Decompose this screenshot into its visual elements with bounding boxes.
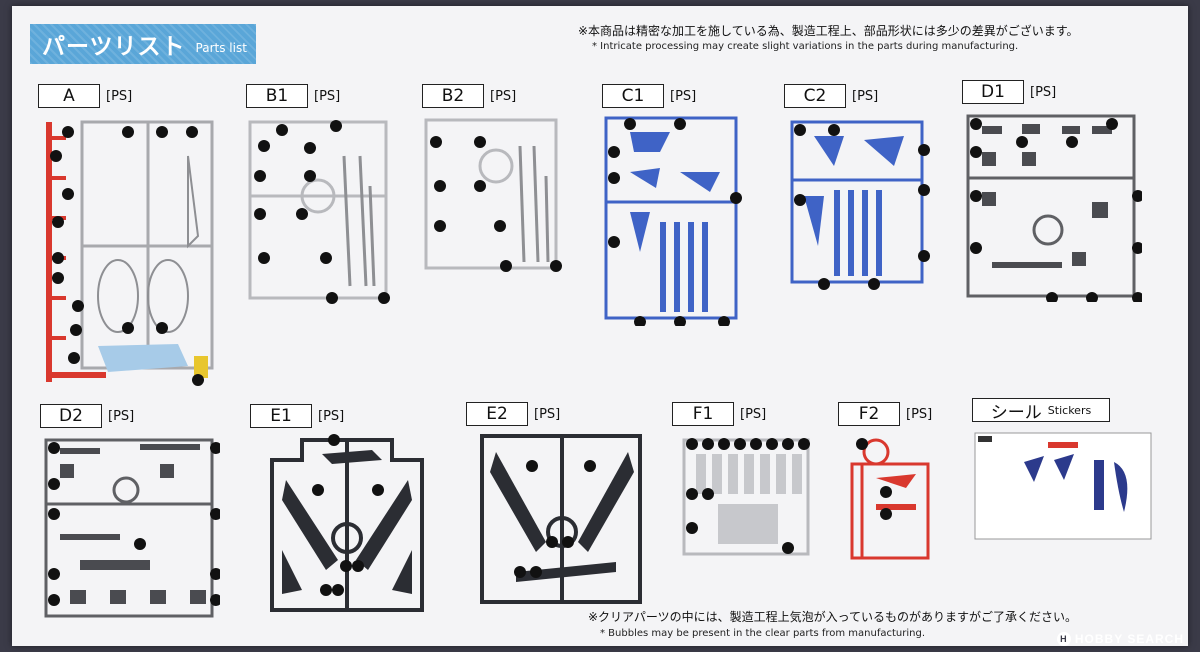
- runner-id: F1: [672, 402, 734, 426]
- runner-b2-drawing: [424, 118, 562, 272]
- stickers-label-box: シール Stickers: [972, 398, 1110, 423]
- runner-label-b2: B2 [PS]: [422, 84, 516, 108]
- runner-d1-drawing: [966, 114, 1142, 302]
- runner-material: [PS]: [670, 88, 697, 104]
- runner-f1-drawing: [682, 438, 810, 556]
- runner-c1-drawing: [604, 116, 742, 326]
- runner-a-drawing: [46, 120, 214, 386]
- runner-c2-drawing: [790, 120, 930, 290]
- runner-label-f2: F2 [PS]: [838, 402, 932, 426]
- manufacturing-note-en: * Intricate processing may create slight…: [592, 41, 1019, 52]
- runner-id: B2: [422, 84, 484, 108]
- runner-material: [PS]: [314, 88, 341, 104]
- watermark: H HOBBY SEARCH: [1056, 632, 1184, 646]
- runner-material: [PS]: [1030, 84, 1057, 100]
- runner-material: [PS]: [740, 406, 767, 422]
- stickers-label: シール Stickers: [972, 398, 1110, 423]
- runner-material: [PS]: [106, 88, 133, 104]
- title-jp: パーツリスト: [42, 34, 186, 60]
- runner-e1-drawing: [270, 434, 424, 612]
- stickers-label-en: Stickers: [1047, 403, 1092, 417]
- watermark-icon: H: [1056, 632, 1071, 646]
- runner-label-d1: D1 [PS]: [962, 80, 1056, 104]
- runner-b1-drawing: [248, 120, 390, 304]
- parts-list-page: パーツリスト Parts list ※本商品は精密な加工を施している為、製造工程…: [12, 6, 1188, 646]
- runner-material: [PS]: [852, 88, 879, 104]
- runner-material: [PS]: [534, 406, 561, 422]
- runner-e2-drawing: [480, 434, 642, 604]
- clear-parts-note-jp: ※クリアパーツの中には、製造工程上気泡が入っているものがありますがご了承ください…: [588, 610, 1077, 624]
- runner-id: F2: [838, 402, 900, 426]
- runner-material: [PS]: [490, 88, 517, 104]
- stickers-label-jp: シール: [990, 402, 1042, 423]
- runner-id: B1: [246, 84, 308, 108]
- runner-material: [PS]: [318, 408, 345, 424]
- runner-label-d2: D2 [PS]: [40, 404, 134, 428]
- runner-id: C1: [602, 84, 664, 108]
- runner-id: D1: [962, 80, 1024, 104]
- runner-id: A: [38, 84, 100, 108]
- runner-label-e1: E1 [PS]: [250, 404, 344, 428]
- stickers-sheet-drawing: [974, 432, 1152, 540]
- runner-material: [PS]: [108, 408, 135, 424]
- parts-list-title: パーツリスト Parts list: [30, 24, 256, 64]
- runner-label-c1: C1 [PS]: [602, 84, 696, 108]
- runner-id: C2: [784, 84, 846, 108]
- runner-label-c2: C2 [PS]: [784, 84, 878, 108]
- clear-parts-note-en: * Bubbles may be present in the clear pa…: [600, 628, 926, 639]
- runner-d2-drawing: [44, 438, 220, 618]
- runner-id: E1: [250, 404, 312, 428]
- manufacturing-note-jp: ※本商品は精密な加工を施している為、製造工程上、部品形状には多少の差異がございま…: [578, 24, 1079, 38]
- runner-f2-drawing: [850, 438, 930, 560]
- watermark-text: HOBBY SEARCH: [1074, 632, 1184, 646]
- runner-id: D2: [40, 404, 102, 428]
- runner-label-a: A [PS]: [38, 84, 132, 108]
- title-en: Parts list: [195, 41, 247, 55]
- runner-material: [PS]: [906, 406, 933, 422]
- runner-label-f1: F1 [PS]: [672, 402, 766, 426]
- runner-label-e2: E2 [PS]: [466, 402, 560, 426]
- runner-id: E2: [466, 402, 528, 426]
- runner-label-b1: B1 [PS]: [246, 84, 340, 108]
